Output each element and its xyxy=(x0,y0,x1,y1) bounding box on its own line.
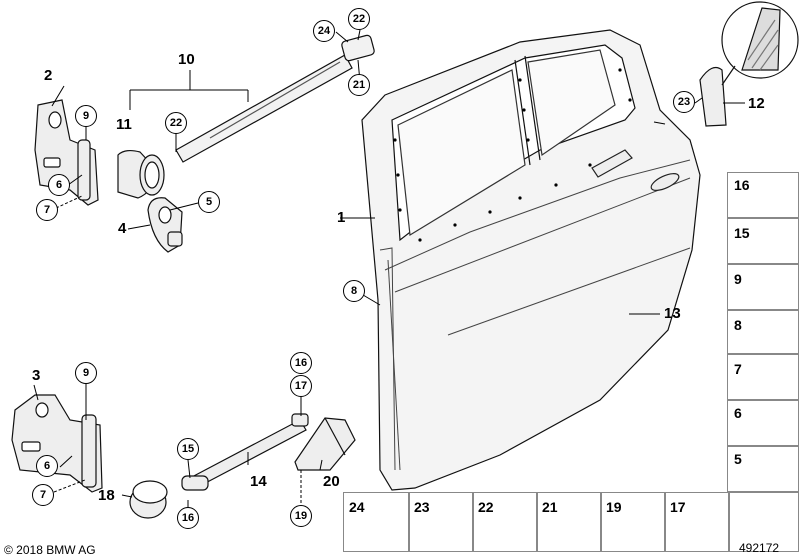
circle-callout-7: 7 xyxy=(36,199,58,221)
parts-key-number: 8 xyxy=(734,317,742,333)
rubber-seal-part xyxy=(117,149,165,199)
circle-callout-8: 8 xyxy=(343,280,365,302)
parts-key-number: 23 xyxy=(414,499,430,515)
circle-callout-21: 21 xyxy=(348,74,370,96)
bracket-part-4 xyxy=(147,197,183,253)
circle-callout-24: 24 xyxy=(313,20,335,42)
support-rod-part xyxy=(181,413,309,491)
circle-callout-23: 23 xyxy=(673,91,695,113)
parts-key-number: 15 xyxy=(734,225,750,241)
parts-key-cell: 6 xyxy=(727,400,799,446)
parts-key-cell: 23 xyxy=(409,492,473,552)
circle-callout-22: 22 xyxy=(165,112,187,134)
parts-key-cell: 16 xyxy=(727,172,799,218)
bushing-ring-part xyxy=(129,480,168,519)
circle-callout-15: 15 xyxy=(177,438,199,460)
parts-key-cell: 7 xyxy=(727,354,799,400)
parts-key-number: 22 xyxy=(478,499,494,515)
door-window-glass xyxy=(397,49,616,237)
parts-key-cell: 17 xyxy=(665,492,729,552)
callout-2: 2 xyxy=(44,67,53,84)
mounting-bracket-part xyxy=(294,417,356,471)
circle-callout-6: 6 xyxy=(48,174,70,196)
circle-callout-5: 5 xyxy=(198,191,220,213)
circle-callout-16: 16 xyxy=(177,507,199,529)
callout-3: 3 xyxy=(32,367,41,384)
callout-4: 4 xyxy=(118,220,127,237)
parts-key-cell: 9 xyxy=(727,264,799,310)
circle-callout-22: 22 xyxy=(348,8,370,30)
circle-callout-7: 7 xyxy=(32,484,54,506)
trim-cap-part xyxy=(699,67,727,127)
door-check-strut xyxy=(175,34,375,163)
parts-key-number: 16 xyxy=(734,177,750,193)
parts-key-cell: 22 xyxy=(473,492,537,552)
direction-arrow-cell xyxy=(729,492,799,552)
parts-key-number: 19 xyxy=(606,499,622,515)
parts-key-number: 9 xyxy=(734,271,742,287)
parts-key-number: 6 xyxy=(734,405,742,421)
callout-1: 1 xyxy=(337,209,346,226)
door-handle-recess xyxy=(591,149,680,191)
circle-callout-19: 19 xyxy=(290,505,312,527)
parts-key-number: 21 xyxy=(542,499,558,515)
parts-key-number: 17 xyxy=(670,499,686,515)
callout-12: 12 xyxy=(748,95,765,112)
parts-key-number: 7 xyxy=(734,361,742,377)
circle-callout-17: 17 xyxy=(290,375,312,397)
circle-callout-16: 16 xyxy=(290,352,312,374)
parts-key-cell: 19 xyxy=(601,492,665,552)
parts-key-cell: 15 xyxy=(727,218,799,264)
callout-20: 20 xyxy=(323,473,340,490)
detail-zoom-bubble xyxy=(721,1,799,86)
callout-13: 13 xyxy=(664,305,681,322)
lower-hinge-part xyxy=(11,394,103,493)
callout-14: 14 xyxy=(250,473,267,490)
callout-18: 18 xyxy=(98,487,115,504)
callout-10: 10 xyxy=(178,51,195,68)
door-frame-dots xyxy=(393,68,632,242)
circle-callout-6: 6 xyxy=(36,455,58,477)
circle-callout-9: 9 xyxy=(75,362,97,384)
circle-callout-9: 9 xyxy=(75,105,97,127)
parts-key-cell: 24 xyxy=(343,492,409,552)
parts-key-cell: 21 xyxy=(537,492,601,552)
parts-key-number: 24 xyxy=(349,499,365,515)
document-number: 492172 xyxy=(739,541,780,555)
parts-key-cell: 8 xyxy=(727,310,799,354)
parts-key-number: 5 xyxy=(734,451,742,467)
door-panel-lines xyxy=(379,159,691,471)
callout-11: 11 xyxy=(116,116,132,133)
parts-key-cell: 5 xyxy=(727,446,799,492)
copyright-text: © 2018 BMW AG xyxy=(4,543,96,557)
